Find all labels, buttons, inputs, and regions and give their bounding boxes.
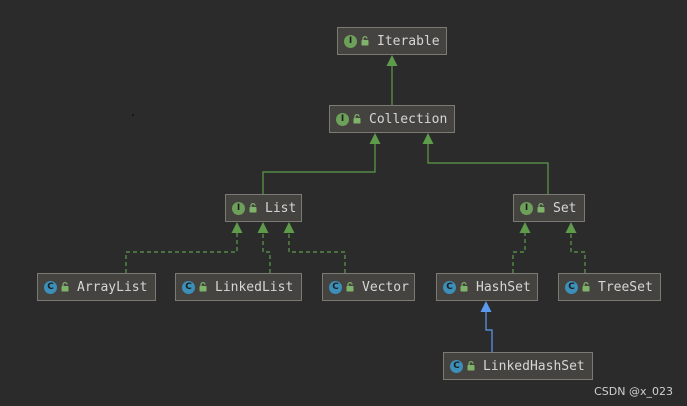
edge-vector-to-list [288, 232, 346, 273]
node-set[interactable]: I Set [513, 194, 585, 222]
edge-set-to-collection [427, 143, 549, 194]
arrowhead-treeset-to-set [565, 222, 577, 233]
lock-icon [361, 36, 369, 46]
node-label: Set [553, 200, 577, 216]
interface-icon: I [336, 112, 349, 126]
node-label: Vector [362, 279, 409, 295]
node-linkedlist[interactable]: C LinkedList [175, 273, 302, 301]
class-icon: C [182, 280, 195, 294]
edge-hashset-to-set [512, 232, 526, 273]
interface-icon: I [232, 201, 245, 215]
interface-icon: I [520, 201, 533, 215]
arrowhead-linkedlist-to-list [257, 222, 269, 233]
node-label: LinkedList [215, 279, 294, 295]
node-linkedhashset[interactable]: C LinkedHashSet [443, 352, 593, 380]
node-vector[interactable]: C Vector [322, 273, 415, 301]
node-arraylist[interactable]: C ArrayList [37, 273, 156, 301]
arrowhead-vector-to-list [283, 222, 295, 233]
arrowhead-set-to-collection [422, 133, 434, 144]
lock-icon [346, 282, 354, 292]
lock-icon [61, 282, 69, 292]
class-icon: C [329, 280, 342, 294]
lock-icon [460, 282, 468, 292]
arrowhead-hashset-to-set [519, 222, 531, 233]
lock-icon [249, 203, 257, 213]
lock-icon [199, 282, 207, 292]
node-label: HashSet [476, 279, 531, 295]
node-list[interactable]: I List [225, 194, 302, 222]
node-label: Collection [369, 111, 448, 127]
node-label: LinkedHashSet [483, 358, 585, 374]
class-icon: C [450, 359, 463, 373]
arrowhead-linkedhashset-to-hashset [480, 301, 492, 312]
watermark: CSDN @x_023 [594, 385, 673, 398]
arrowhead-list-to-collection [369, 133, 381, 144]
node-label: ArrayList [77, 279, 148, 295]
arrowhead-collection-to-iterable [386, 55, 398, 66]
edges-group [125, 55, 586, 352]
lock-icon [582, 282, 590, 292]
edge-arraylist-to-list [125, 232, 238, 273]
node-label: List [265, 200, 297, 216]
node-label: Iterable [377, 33, 440, 49]
lock-icon [537, 203, 545, 213]
class-icon: C [44, 280, 57, 294]
node-hashset[interactable]: C HashSet [436, 273, 538, 301]
edge-linkedlist-to-list [262, 232, 271, 273]
interface-icon: I [344, 34, 357, 48]
class-icon: C [565, 280, 578, 294]
lock-icon [353, 114, 361, 124]
lock-icon [467, 361, 475, 371]
node-treeset[interactable]: C TreeSet [558, 273, 661, 301]
edge-list-to-collection [262, 143, 376, 194]
arrowhead-arraylist-to-list [231, 222, 243, 233]
class-icon: C [443, 280, 456, 294]
edge-treeset-to-set [570, 232, 586, 273]
node-label: TreeSet [598, 279, 653, 295]
node-iterable[interactable]: I Iterable [337, 27, 447, 55]
stray-dot [132, 114, 134, 116]
edge-linkedhashset-to-hashset [485, 311, 493, 352]
node-collection[interactable]: I Collection [329, 105, 455, 133]
